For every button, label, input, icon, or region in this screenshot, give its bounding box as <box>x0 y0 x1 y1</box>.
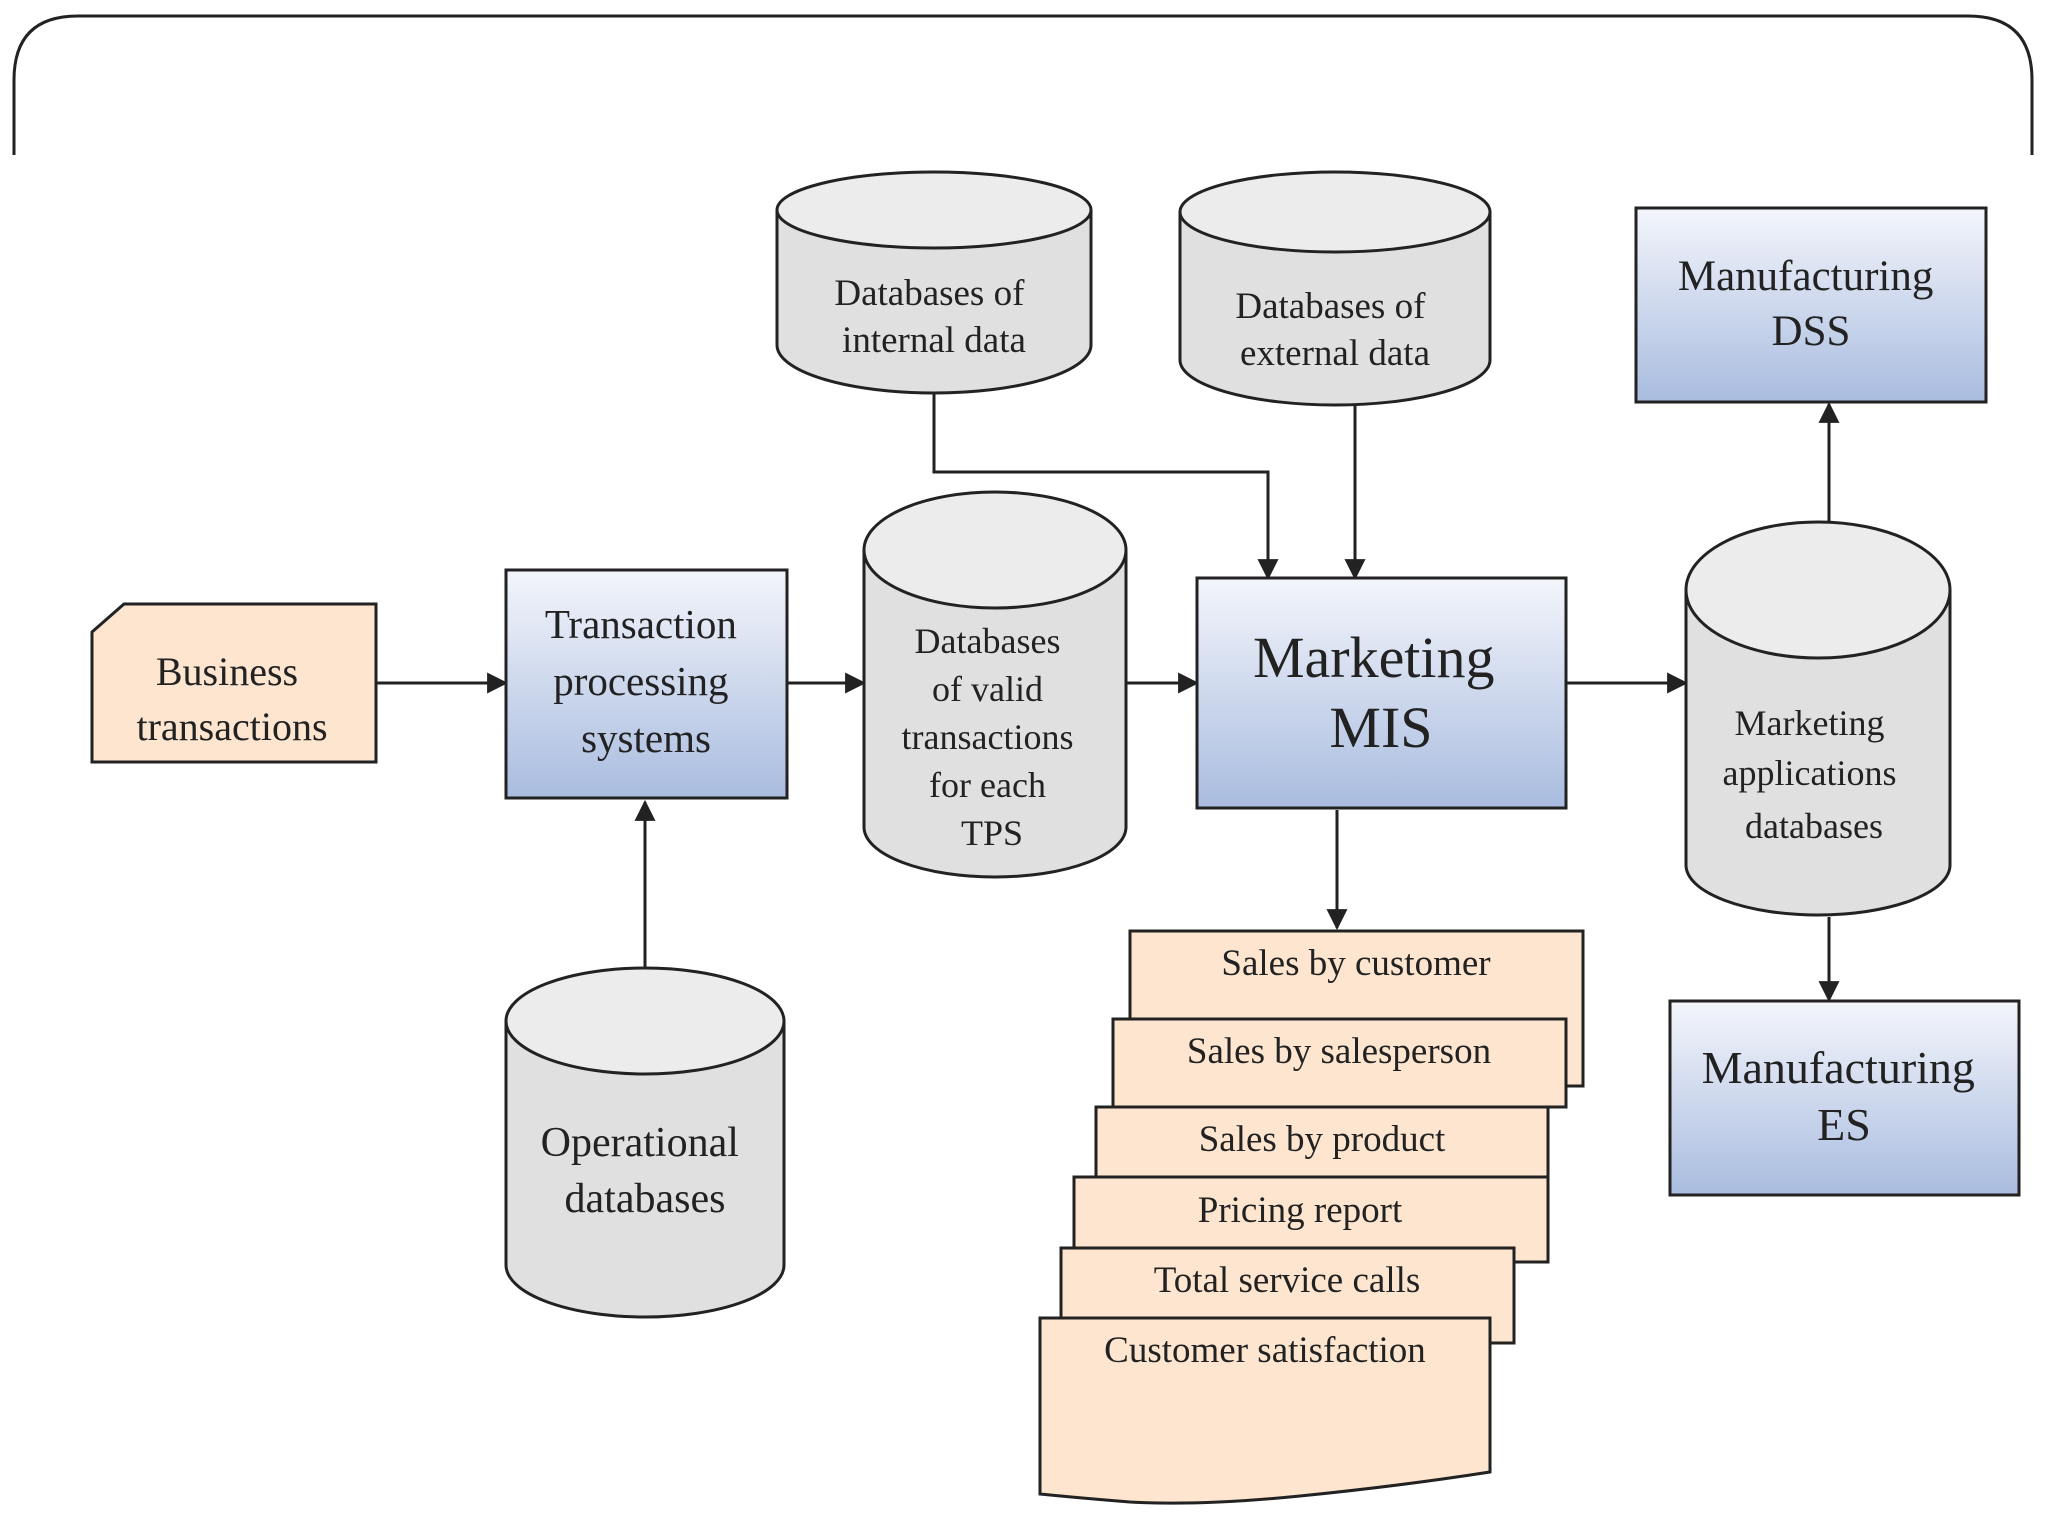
app-db-line-2: applications <box>1723 753 1897 793</box>
operational-line-1: Operational <box>541 1120 739 1166</box>
slide-border <box>12 14 2034 155</box>
internal-db-line-2: internal data <box>842 320 1026 361</box>
node-marketing-mis: Marketing MIS <box>1195 576 1568 810</box>
svg-text:Manufacturing DSS: Manufacturing DSS <box>1678 253 1944 355</box>
report-label: Total service calls <box>1154 1260 1421 1301</box>
internal-db-line-1: Databases of <box>834 273 1025 314</box>
connectors <box>376 393 1840 1003</box>
dss-line-1: Manufacturing <box>1678 253 1934 300</box>
svg-text:Databases of internal da: Databases of internal data <box>834 273 1033 361</box>
mis-line-1: Marketing <box>1253 625 1495 690</box>
es-line-2: ES <box>1817 1099 1871 1150</box>
report-label: Customer satisfaction <box>1104 1330 1426 1371</box>
node-marketing-app-databases: Marketing applications databases <box>1684 520 1952 917</box>
tps-line-2: processing <box>553 658 728 704</box>
node-external-databases: Databases of external data <box>1178 170 1492 407</box>
node-internal-databases: Databases of internal data <box>775 170 1093 395</box>
report-label: Sales by salesperson <box>1187 1031 1491 1072</box>
dss-line-2: DSS <box>1772 308 1851 355</box>
svg-text:Marketing applications: Marketing applications databases <box>1723 703 1906 846</box>
valid-db-line-2: of valid <box>932 669 1043 709</box>
tps-line-3: systems <box>581 715 711 761</box>
app-db-line-3: databases <box>1745 806 1883 846</box>
arrow-internal-db-to-mis <box>932 393 1279 581</box>
valid-db-line-3: transactions <box>902 717 1074 757</box>
external-db-line-1: Databases of <box>1235 286 1426 327</box>
operational-line-2: databases <box>565 1176 726 1222</box>
svg-text:Transaction processing: Transaction processing systems <box>545 601 747 761</box>
node-manufacturing-dss: Manufacturing DSS <box>1634 206 1988 404</box>
valid-db-line-4: for each <box>929 765 1046 805</box>
svg-text:Databases of valid: Databases of valid transactions for each… <box>902 621 1083 853</box>
node-operational-databases: Operational databases <box>504 966 786 1319</box>
svg-text:Marketing MIS: Marketing MIS <box>1253 625 1509 760</box>
valid-db-line-1: Databases <box>915 621 1061 661</box>
business-line-1: Business <box>156 649 298 694</box>
svg-text:Operational databases: Operational databases <box>541 1120 750 1222</box>
svg-text:Business transactions: Business transactions <box>136 649 327 749</box>
report-stack: Sales by customer Sales by salesperson S… <box>1038 929 1585 1505</box>
node-transaction-processing-systems: Transaction processing systems <box>504 568 789 800</box>
report-label: Sales by customer <box>1221 943 1490 984</box>
es-line-1: Manufacturing <box>1702 1042 1975 1093</box>
node-valid-transactions-databases: Databases of valid transactions for each… <box>862 490 1128 879</box>
business-line-2: transactions <box>136 704 327 749</box>
report-label: Sales by product <box>1199 1119 1446 1160</box>
report-customer-satisfaction: Customer satisfaction <box>1038 1316 1492 1505</box>
svg-text:Manufacturing ES: Manufacturing ES <box>1702 1042 1987 1150</box>
app-db-line-1: Marketing <box>1735 703 1885 743</box>
mis-line-2: MIS <box>1329 695 1432 760</box>
svg-text:Databases of external da: Databases of external data <box>1235 286 1434 374</box>
report-sales-by-salesperson: Sales by salesperson <box>1111 1017 1568 1109</box>
node-business-transactions: Business transactions <box>90 602 378 764</box>
node-manufacturing-es: Manufacturing ES <box>1668 999 2021 1197</box>
report-label: Pricing report <box>1198 1190 1403 1231</box>
external-db-line-2: external data <box>1240 333 1430 374</box>
valid-db-line-5: TPS <box>961 813 1023 853</box>
tps-line-1: Transaction <box>545 601 737 647</box>
